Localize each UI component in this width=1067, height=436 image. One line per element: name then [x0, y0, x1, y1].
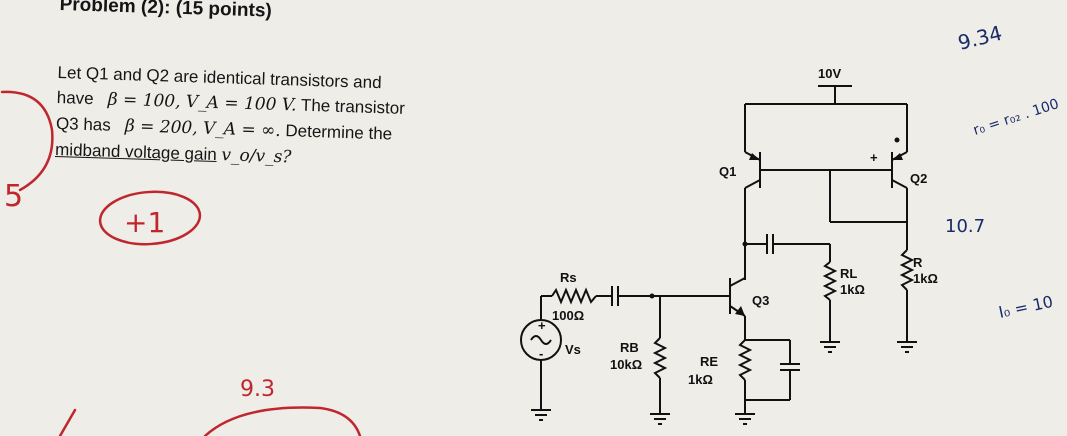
rb-label: RB [620, 340, 639, 355]
re-resistor [737, 339, 753, 381]
io-note: I₀ = 10 [997, 292, 1055, 322]
rs-label: Rs [560, 270, 577, 285]
rs-resistor [551, 287, 597, 305]
left-mark-text: 5 [4, 179, 23, 214]
rs-value: 100Ω [552, 308, 584, 323]
source-plus-label: + [538, 318, 546, 333]
junction-dot [742, 241, 748, 247]
q3-label: Q3 [752, 293, 769, 308]
bottom-score-arc [203, 406, 362, 436]
ro-note: r₀ = r₀₂ . 100 [971, 96, 1061, 139]
top-right-note: 9.34 [955, 21, 1004, 55]
q3-transistor [729, 277, 746, 317]
ground-icon [650, 413, 670, 425]
r-label: R [913, 255, 923, 270]
rl-label: RL [840, 266, 857, 281]
rb-value: 10kΩ [610, 357, 642, 372]
junction-dot [649, 293, 655, 299]
supply-label: 10V [818, 66, 841, 81]
corner-mark [58, 408, 77, 436]
score-circle [98, 190, 202, 246]
ground-icon [820, 341, 840, 353]
score-text: +1 [124, 206, 165, 239]
q1-label: Q1 [719, 164, 736, 179]
ground-icon [735, 413, 755, 425]
junction-dot [894, 137, 900, 143]
q2-label: Q2 [910, 171, 927, 186]
re-value: 1kΩ [688, 372, 713, 387]
rb-resistor [652, 337, 668, 379]
below-value-text: 9.3 [240, 377, 275, 402]
r-value: 1kΩ [913, 271, 938, 286]
ground-icon [531, 409, 551, 421]
vs-label: Vs [565, 342, 581, 357]
rl-resistor [822, 261, 838, 301]
ground-icon [897, 341, 917, 353]
left-score-arc [0, 90, 54, 192]
r-resistor [899, 249, 915, 291]
ac-source-icon [530, 335, 552, 345]
source-minus-label: - [539, 346, 543, 361]
re-label: RE [700, 354, 718, 369]
value-10-7-note: 10.7 [945, 216, 985, 237]
node-plus-label: + [870, 150, 878, 165]
rl-value: 1kΩ [840, 282, 865, 297]
